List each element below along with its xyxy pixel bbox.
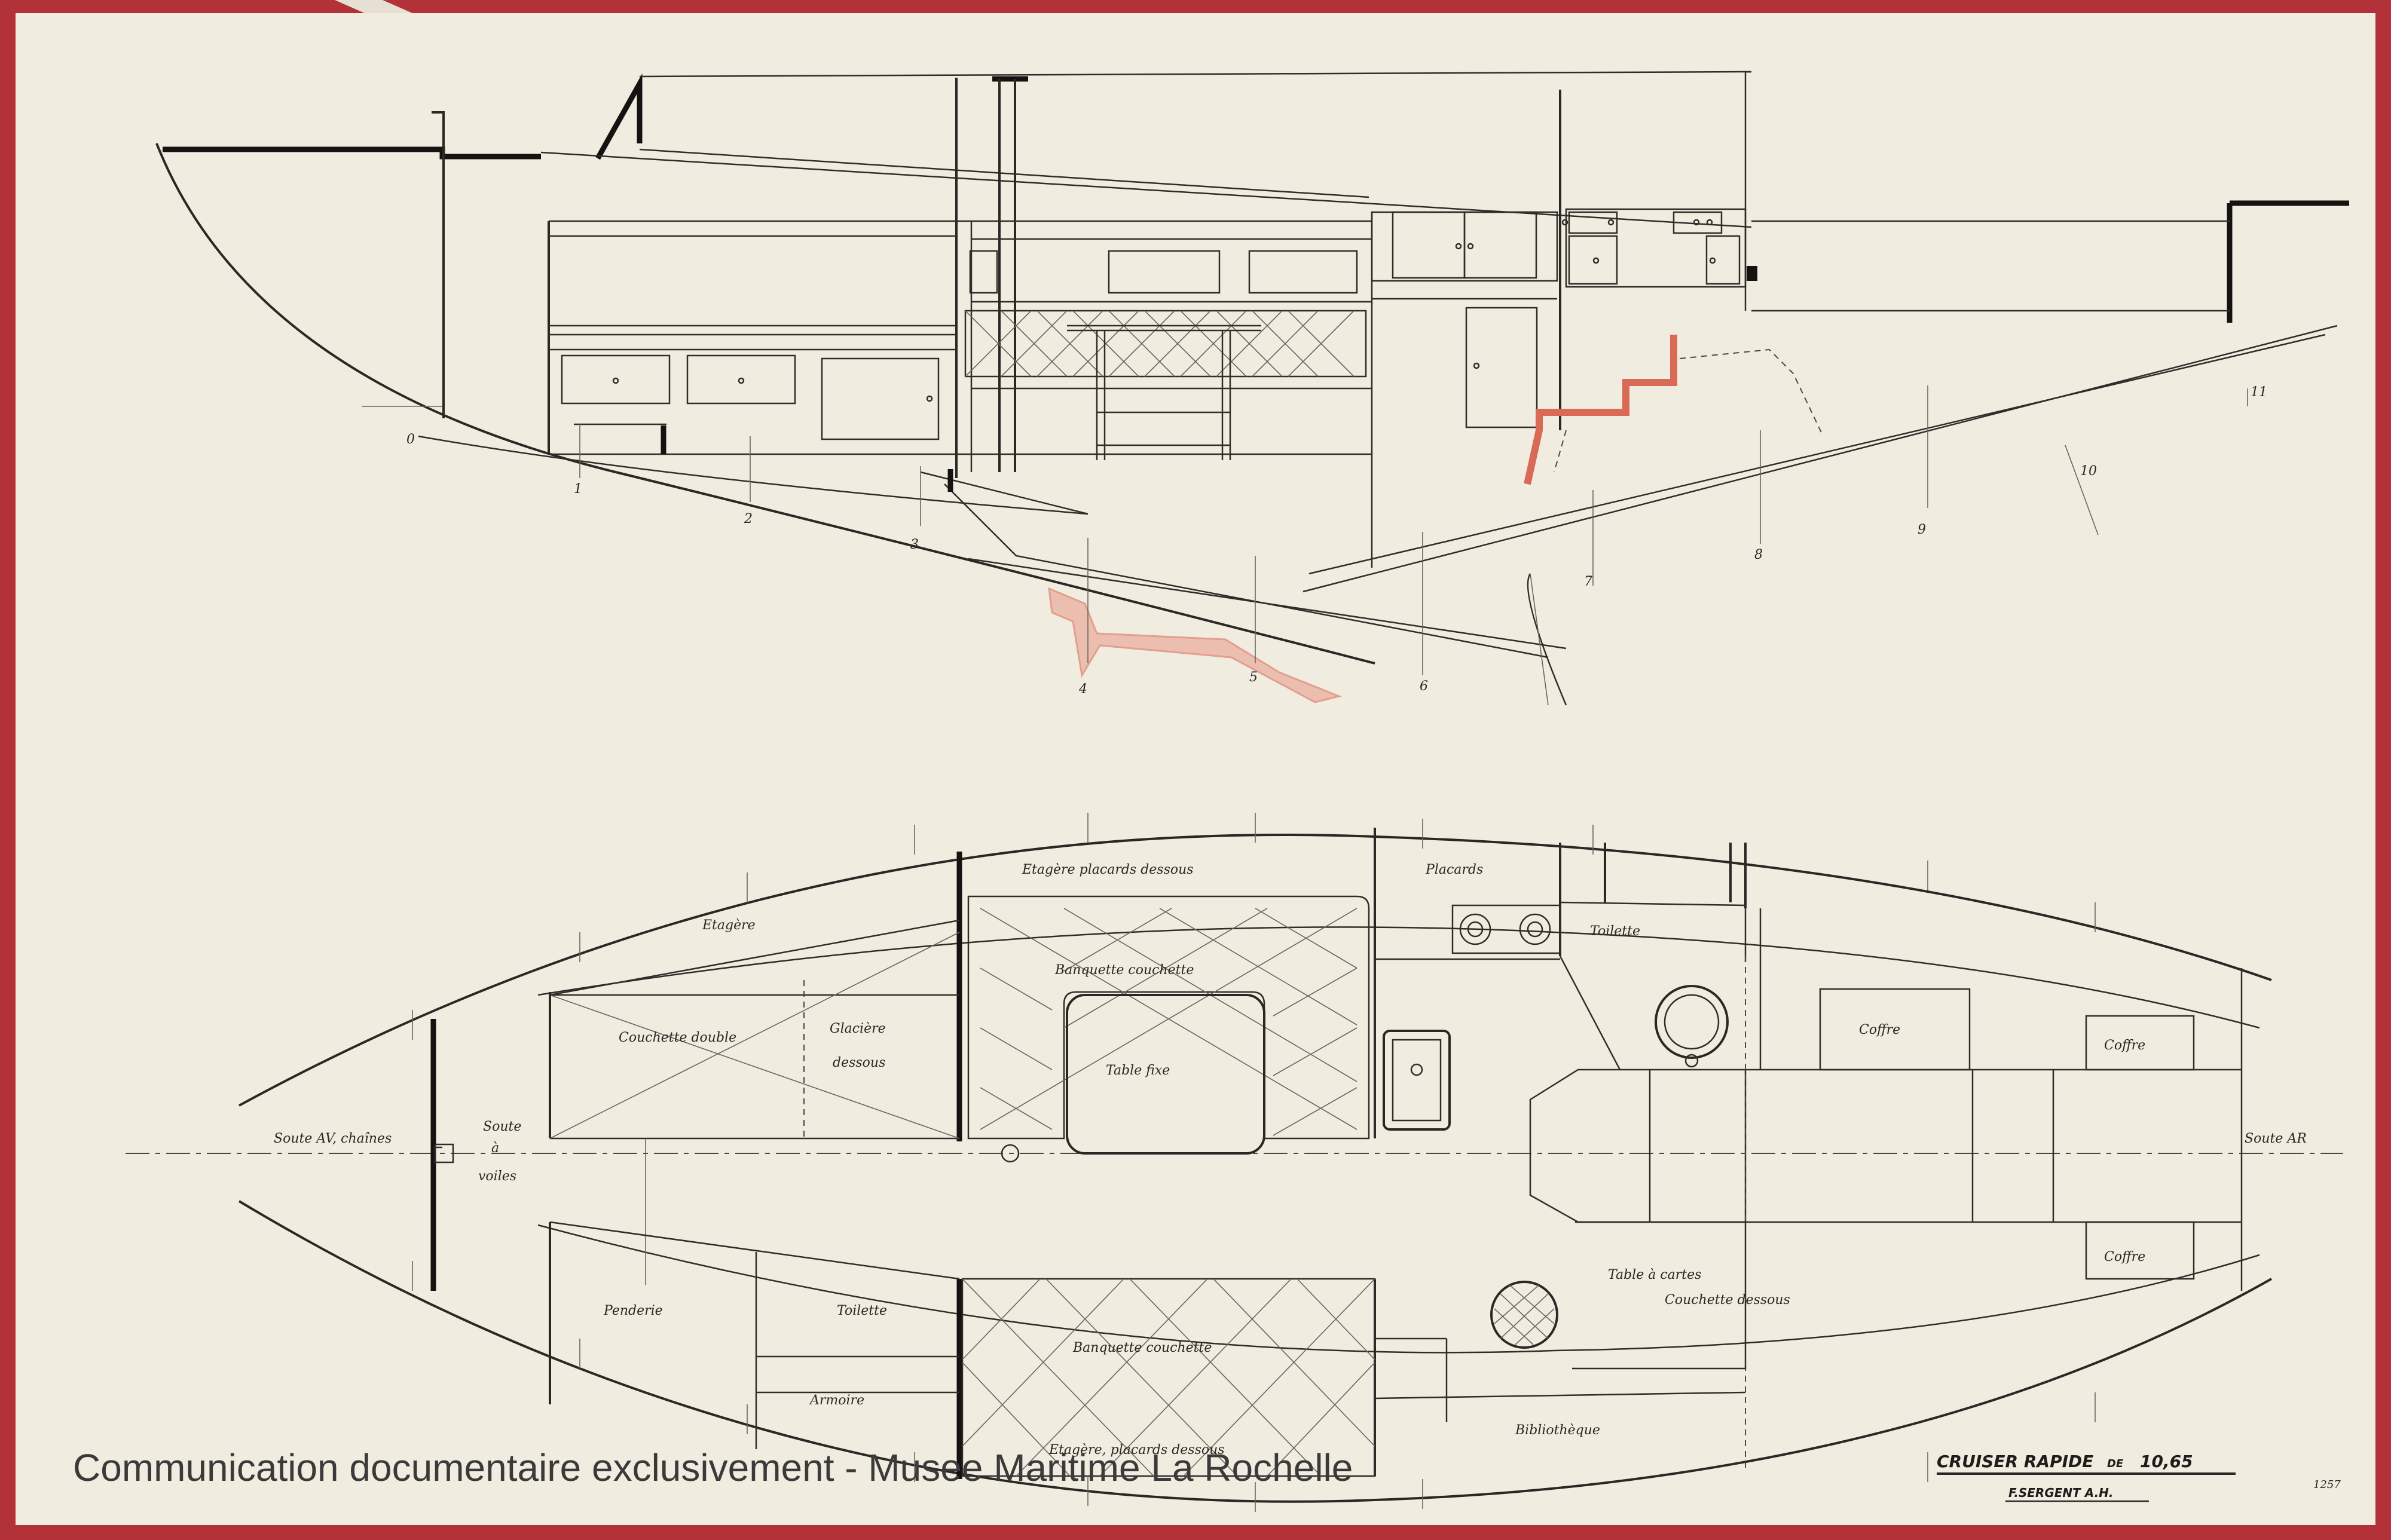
paper: [16, 13, 2375, 1525]
label-coffre-3: Coffre: [2104, 1250, 2145, 1265]
torn-corner: [335, 0, 412, 13]
drawing-author: F.SERGENT A.H.: [2008, 1486, 2114, 1500]
drawing-title: CRUISER RAPIDE: [1937, 1452, 2093, 1471]
sheet-reference: 1257: [2313, 1478, 2341, 1491]
label-etagere-placards-bottom: Etagère, placards dessous: [1048, 1443, 1225, 1458]
station-number-1: 1: [574, 482, 582, 497]
station-number-7: 7: [1584, 574, 1592, 589]
label-soute-ar: Soute AR: [2245, 1131, 2307, 1146]
station-number-10: 10: [2080, 464, 2097, 479]
station-number-5: 5: [1249, 670, 1258, 685]
label-bibliotheque: Bibliothèque: [1515, 1423, 1600, 1438]
table-fixe-outline: [1066, 994, 1265, 1155]
station-number-3: 3: [910, 537, 919, 552]
banquette-top-hatch: [967, 895, 1370, 1140]
label-banquette-couchette-bottom: Banquette couchette: [1072, 1340, 1212, 1355]
label-glaciere: Glacière: [830, 1021, 886, 1036]
station-number-8: 8: [1754, 547, 1763, 562]
red-cockpit-floor: [1524, 335, 1677, 485]
label-table-fixe: Table fixe: [1106, 1063, 1170, 1078]
label-soute-voiles-1: Soute: [483, 1119, 521, 1134]
banquette-bottom-hatch: [961, 1278, 1376, 1477]
coffre-outline-2: [2085, 1015, 2195, 1071]
label-toilette-top: Toilette: [1590, 924, 1640, 939]
label-coffre-1: Coffre: [1859, 1022, 1900, 1037]
label-soute-voiles-2: à: [491, 1141, 499, 1156]
label-etagere-placards-top: Etagère placards dessous: [1022, 862, 1194, 877]
label-etagere: Etagère: [702, 918, 756, 933]
station-number-2: 2: [744, 512, 753, 526]
drawing-length: 10,65: [2140, 1452, 2193, 1471]
label-banquette-couchette-top: Banquette couchette: [1054, 963, 1194, 978]
plan-view: Etagère placards dessous Placards Etagèr…: [126, 813, 2343, 1512]
station-number-9: 9: [1918, 522, 1926, 537]
station-number-4: 4: [1078, 682, 1087, 697]
red-ballast-section: [1048, 587, 1342, 703]
label-coffre-2: Coffre: [2104, 1038, 2145, 1053]
station-number-11: 11: [2251, 385, 2267, 400]
label-armoire: Armoire: [809, 1393, 864, 1408]
station-number-0: 0: [406, 432, 415, 447]
title-block: CRUISER RAPIDE DE 10,65 F.SERGENT A.H. 1…: [1937, 1452, 2341, 1502]
station-number-6: 6: [1420, 679, 1428, 694]
label-glaciere-sub: dessous: [833, 1055, 885, 1070]
label-couchette-double: Couchette double: [619, 1030, 736, 1045]
label-placards: Placards: [1425, 862, 1483, 877]
label-penderie: Penderie: [603, 1303, 663, 1318]
coffre-outline-1: [1819, 988, 1971, 1071]
coffre-outline-3: [2085, 1221, 2195, 1280]
label-couchette-dessous: Couchette dessous: [1665, 1293, 1790, 1308]
label-soute-voiles-3: voiles: [478, 1169, 516, 1184]
label-toilette-bottom: Toilette: [837, 1303, 887, 1318]
label-table-cartes: Table à cartes: [1608, 1267, 1701, 1282]
label-soute-av: Soute AV, chaînes: [274, 1131, 392, 1146]
watermark-text: Communication documentaire exclusivement…: [73, 1446, 1353, 1489]
profile-view: 0 1 2 3 4 5 6 7 8 9 10 11: [155, 71, 2349, 706]
drawing-length-prefix: DE: [2107, 1458, 2124, 1470]
